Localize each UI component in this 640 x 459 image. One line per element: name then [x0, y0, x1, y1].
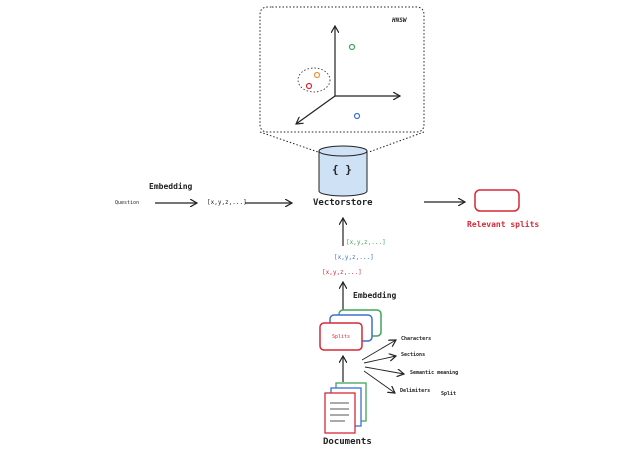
hnsw-title: HNSW — [392, 17, 407, 24]
documents-label: Documents — [323, 437, 372, 447]
split-method-sections: Sections — [401, 352, 426, 358]
split-method-characters: Characters — [401, 336, 432, 342]
vectorstore-cylinder — [318, 145, 368, 197]
splits-stack — [319, 309, 382, 351]
axis-z — [296, 95, 336, 124]
hnsw-connector-right — [368, 131, 425, 153]
cluster-circle — [297, 67, 331, 93]
vector-green-label: [x,y,z,...] — [346, 239, 386, 246]
query-embedding-label: Embedding — [149, 182, 193, 191]
point-green — [348, 43, 356, 51]
pipeline-embedding-label: Embedding — [353, 291, 397, 300]
split-method-arrows — [361, 340, 404, 393]
vectorstore-label: Vectorstore — [313, 198, 373, 208]
question-label: Question — [115, 200, 140, 206]
hnsw-panel — [259, 6, 425, 153]
split-label: Split — [441, 391, 457, 397]
vector-red-label: [x,y,z,...] — [322, 269, 362, 276]
splits-label: Splits — [332, 334, 351, 340]
relevant-splits-label: Relevant splits — [467, 220, 540, 229]
split-method-delimiters: Delimiters — [400, 388, 431, 394]
relevant-splits-box — [474, 189, 520, 212]
split-method-semantic: Semantic meaning — [410, 370, 459, 376]
query-vector-label: [x,y,z,...] — [207, 199, 247, 206]
point-blue — [353, 112, 361, 120]
hnsw-connector-left — [259, 131, 319, 153]
documents-stack — [324, 382, 367, 434]
vector-blue-label: [x,y,z,...] — [334, 254, 374, 261]
vectorstore-icon-text: { } — [332, 163, 352, 176]
point-red — [305, 82, 313, 90]
point-orange — [313, 71, 321, 79]
